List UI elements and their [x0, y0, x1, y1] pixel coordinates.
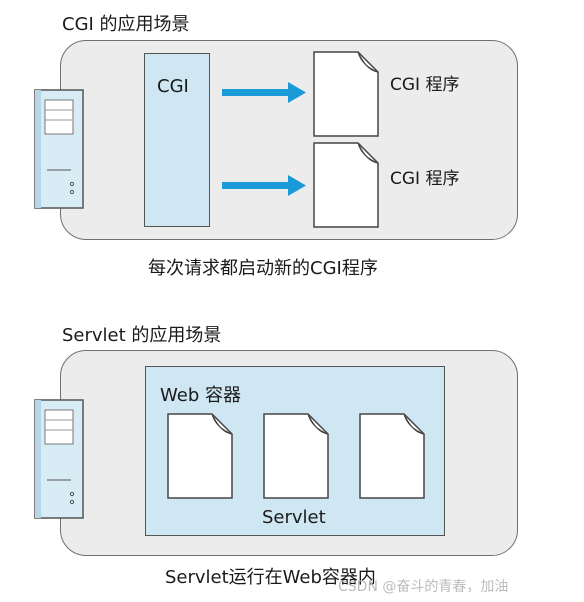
- document-icon-servlet-1: [167, 413, 233, 499]
- document-icon-cgi-2: [313, 142, 379, 228]
- servlet-section-title: Servlet 的应用场景: [62, 325, 222, 346]
- document-icon-servlet-2: [263, 413, 329, 499]
- watermark: CSDN @奋斗的青春，加油: [338, 579, 509, 595]
- server-icon-servlet: [34, 399, 84, 519]
- cgi-caption: 每次请求都启动新的CGI程序: [148, 258, 378, 279]
- server-icon-cgi: [34, 89, 84, 209]
- cgi-panel: [60, 40, 518, 240]
- document-icon-servlet-3: [359, 413, 425, 499]
- arrow-right-icon-2: [222, 175, 306, 196]
- cgi-section-title: CGI 的应用场景: [62, 14, 190, 35]
- servlet-caption: Servlet运行在Web容器内: [165, 567, 376, 588]
- cgi-box: CGI: [144, 53, 210, 227]
- document-icon-cgi-1: [313, 51, 379, 137]
- cgi-program-label-2: CGI 程序: [390, 169, 460, 189]
- arrow-right-icon-1: [222, 82, 306, 103]
- web-container-label: Web 容器: [160, 385, 241, 406]
- cgi-box-label: CGI: [157, 76, 189, 97]
- cgi-program-label-1: CGI 程序: [390, 75, 460, 95]
- servlet-label: Servlet: [262, 507, 326, 528]
